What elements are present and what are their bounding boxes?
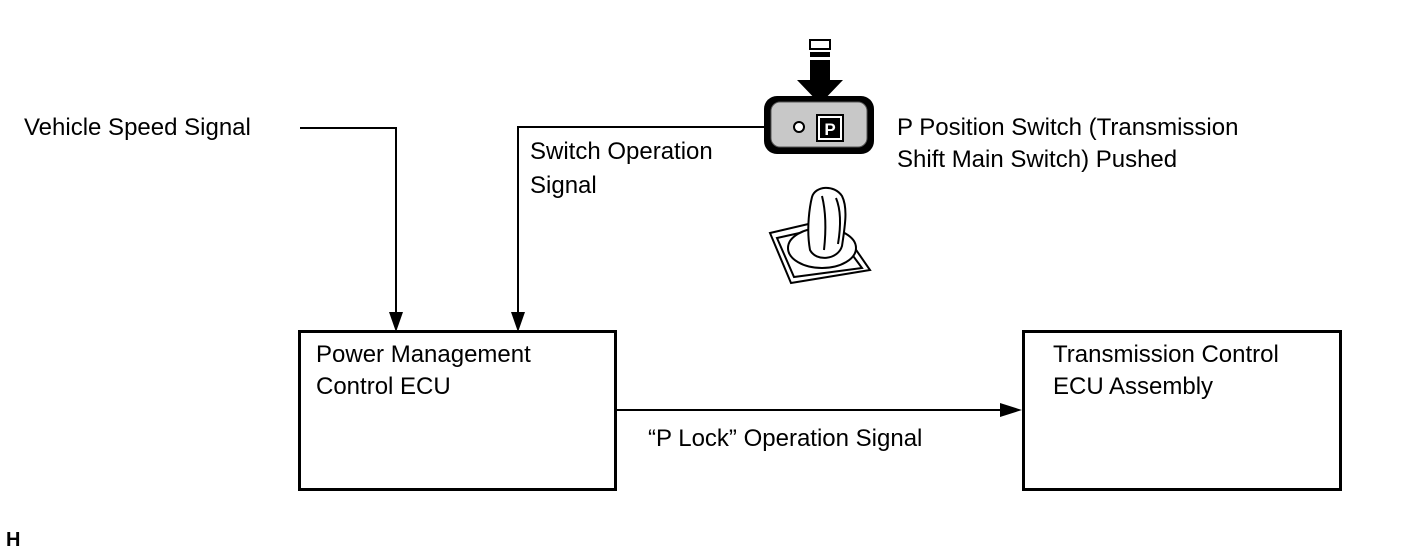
switch-operation-arrowhead [511,312,525,332]
power-management-ecu-box: Power Management Control ECU [298,330,617,491]
power-management-ecu-title: Power Management Control ECU [316,339,531,403]
p-position-switch-icon [764,96,874,154]
power-management-ecu-line1: Power Management [316,341,531,368]
shift-lever-icon [768,186,872,285]
p-lock-signal-label: “P Lock” Operation Signal [648,425,923,452]
transmission-control-ecu-line2: ECU Assembly [1053,373,1214,400]
p-switch-label-line2: Shift Main Switch) Pushed [897,146,1178,173]
vehicle-speed-connector [300,127,397,318]
push-arrow-icon [797,39,843,104]
vehicle-speed-label: Vehicle Speed Signal [24,114,251,141]
switch-operation-label-line1: Switch Operation [530,138,713,165]
corner-mark: H [6,529,21,551]
switch-button-letter: P [824,120,835,139]
p-switch-label-line1: P Position Switch (Transmission [897,114,1239,141]
vehicle-speed-arrowhead [389,312,403,332]
transmission-control-ecu-title: Transmission Control ECU Assembly [1053,339,1279,403]
p-lock-arrowhead [1000,403,1022,417]
power-management-ecu-line2: Control ECU [316,373,451,400]
switch-operation-connector [517,126,766,318]
transmission-control-ecu-line1: Transmission Control [1053,341,1279,368]
transmission-control-ecu-box: Transmission Control ECU Assembly [1022,330,1342,491]
switch-operation-label-line2: Signal [530,172,597,199]
